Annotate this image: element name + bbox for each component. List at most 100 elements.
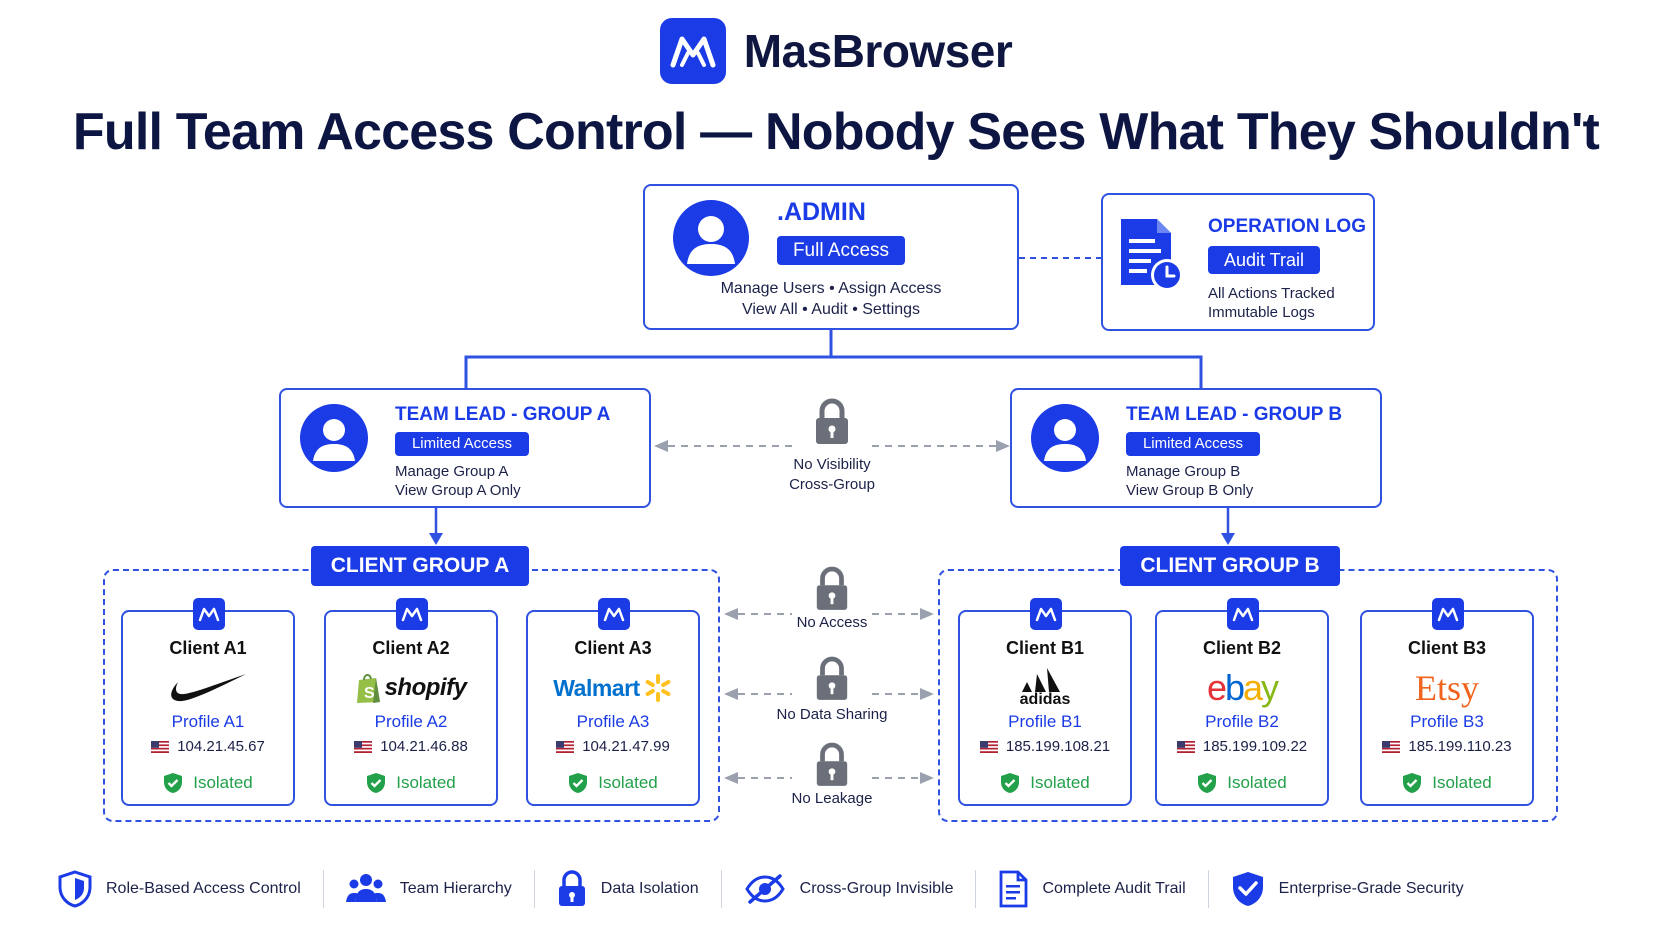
feature-item: Cross-Group Invisible (744, 874, 954, 904)
client-name: Client A3 (574, 638, 652, 658)
masbrowser-badge-icon (598, 598, 630, 630)
shield-check-icon (1232, 872, 1263, 906)
client-name: Client B3 (1407, 638, 1486, 658)
feature-label: Complete Audit Trail (1042, 880, 1186, 897)
us-flag-icon (151, 740, 170, 753)
masbrowser-badge-icon (1030, 598, 1062, 630)
client-profile: Profile A2 (374, 712, 448, 731)
shopify-wordmark: shopify (384, 674, 467, 701)
admin-desc-line1: Manage Users • Assign Access (720, 280, 942, 297)
client-ip-value: 185.199.108.21 (1005, 738, 1111, 755)
walmart-wordmark: Walmart (553, 674, 640, 701)
page-title: Full Team Access Control — Nobody Sees W… (72, 103, 1600, 161)
feature-item: Role-Based Access Control (58, 870, 301, 908)
team-icon (345, 874, 386, 902)
audit-trail-badge: Audit Trail (1208, 246, 1320, 274)
lock-icon (812, 398, 852, 451)
client-card-a2: Client A2 S shopify Profile A2 104.21.46… (324, 598, 498, 806)
team-lead-b-card: TEAM LEAD - GROUP B Limited Access Manag… (1010, 388, 1382, 508)
ebay-logo: ebay (1157, 666, 1327, 710)
client-group-a-label: CLIENT GROUP A (311, 546, 529, 586)
client-card-b3: Client B3 Etsy Profile B3 185.199.110.23… (1360, 598, 1534, 806)
masbrowser-badge-icon (396, 598, 428, 630)
masbrowser-badge-icon (193, 598, 225, 630)
operation-log-line2: Immutable Logs (1208, 304, 1315, 321)
barrier-label-no-leakage: No Leakage (791, 790, 873, 807)
shield-check-icon (1198, 773, 1217, 793)
client-status: Isolated (326, 772, 496, 794)
audit-document-icon (1117, 215, 1187, 298)
admin-desc-line2: View All • Audit • Settings (741, 301, 921, 318)
client-status-label: Isolated (396, 773, 456, 792)
barrier-label-no-access: No Access (796, 614, 868, 631)
ebay-wordmark: ebay (1206, 667, 1279, 708)
client-ip: 104.21.46.88 (326, 738, 496, 755)
divider (720, 870, 722, 908)
client-status-label: Isolated (1227, 773, 1287, 792)
client-ip: 104.21.45.67 (123, 738, 293, 755)
walmart-spark-icon (645, 674, 671, 702)
lock-icon (813, 656, 851, 707)
etsy-logo: Etsy (1362, 666, 1532, 710)
document-icon (1000, 870, 1028, 908)
client-ip-value: 104.21.45.67 (177, 738, 265, 755)
lock-icon (813, 742, 851, 793)
feature-item: Data Isolation (557, 870, 699, 908)
cross-group-label-line2: Cross-Group (789, 476, 875, 493)
shopify-bag-icon: S (356, 674, 380, 703)
brand-name: MasBrowser (743, 25, 1013, 77)
client-profile: Profile B2 (1205, 712, 1279, 731)
admin-access-badge: Full Access (777, 236, 905, 265)
feature-item: Team Hierarchy (345, 872, 512, 906)
shopify-logo: S shopify (326, 666, 496, 710)
admin-card: .ADMIN Full Access Manage Users • Assign… (643, 184, 1019, 330)
client-ip-value: 104.21.47.99 (582, 738, 670, 755)
divider (1207, 870, 1209, 908)
us-flag-icon (979, 740, 998, 753)
client-profile: Profile B3 (1410, 712, 1484, 731)
masbrowser-logo-icon (659, 18, 726, 84)
feature-item: Complete Audit Trail (998, 870, 1186, 908)
team-lead-a-card: TEAM LEAD - GROUP A Limited Access Manag… (279, 388, 651, 508)
client-name: Client B2 (1202, 638, 1281, 658)
adidas-stripes-icon (1022, 668, 1060, 692)
client-status-label: Isolated (1432, 773, 1492, 792)
client-status: Isolated (528, 772, 698, 794)
feature-bar: Role-Based Access Control Team Hierarchy… (58, 864, 1618, 914)
operation-log-card: OPERATION LOG Audit Trail All Actions Tr… (1101, 193, 1375, 331)
cross-group-label-line1: No Visibility (793, 456, 871, 473)
team-lead-a-line2: View Group A Only (395, 482, 521, 499)
user-avatar-icon (673, 200, 749, 276)
client-profile: Profile A1 (171, 712, 245, 731)
client-ip: 185.199.110.23 (1362, 738, 1532, 755)
client-card-a1: Client A1 Profile A1 104.21.45.67 Isolat… (121, 598, 295, 806)
client-status-label: Isolated (1030, 773, 1090, 792)
us-flag-icon (1176, 740, 1195, 753)
adidas-wordmark: adidas (1019, 691, 1071, 708)
client-status: Isolated (960, 772, 1130, 794)
feature-label: Cross-Group Invisible (799, 880, 954, 897)
client-name: Client A2 (372, 638, 450, 658)
client-ip-value: 185.199.110.23 (1408, 738, 1512, 755)
lock-icon (813, 566, 851, 617)
us-flag-icon (556, 740, 575, 753)
client-group-b-label: CLIENT GROUP B (1120, 546, 1340, 586)
brand-header: MasBrowser (0, 14, 1672, 88)
adidas-logo: adidas (960, 666, 1130, 710)
shield-check-icon (1001, 773, 1020, 793)
divider (975, 870, 977, 908)
client-status-label: Isolated (193, 773, 253, 792)
team-lead-b-line2: View Group B Only (1126, 482, 1254, 499)
shield-check-icon (1403, 773, 1422, 793)
client-card-b2: Client B2 ebay Profile B2 185.199.109.22… (1155, 598, 1329, 806)
etsy-wordmark: Etsy (1414, 668, 1479, 708)
client-card-b1: Client B1 adidas Profile B1 185.199.108.… (958, 598, 1132, 806)
team-lead-a-title: TEAM LEAD - GROUP A (395, 404, 611, 425)
shield-check-icon (367, 773, 386, 793)
client-ip: 104.21.47.99 (528, 738, 698, 755)
feature-label: Team Hierarchy (399, 880, 512, 897)
divider (322, 870, 324, 908)
masbrowser-badge-icon (1432, 598, 1464, 630)
client-status: Isolated (123, 772, 293, 794)
team-lead-b-line1: Manage Group B (1126, 463, 1241, 480)
